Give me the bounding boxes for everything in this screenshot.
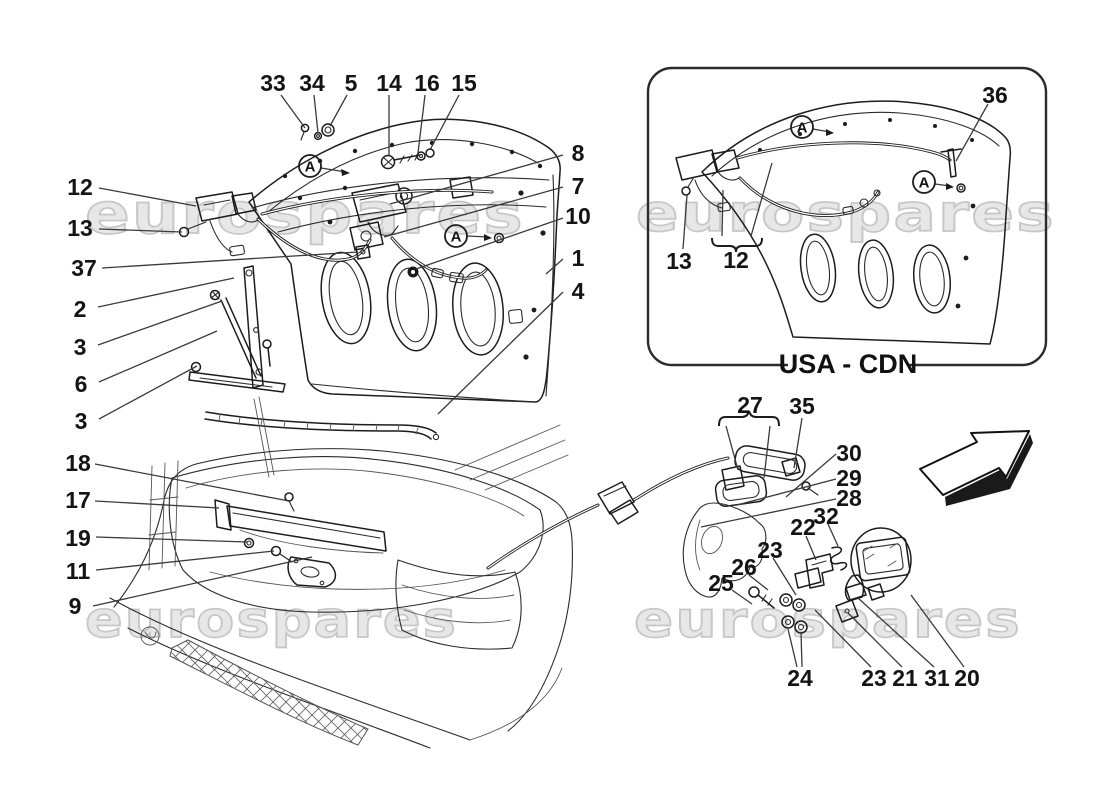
callout-label-8: 8 [572, 140, 585, 166]
callout-label-36: 36 [982, 82, 1008, 108]
callout-label-1: 1 [572, 245, 585, 271]
circled-letter-marker [298, 154, 322, 178]
callout-label-7: 7 [572, 173, 585, 199]
callout-label-2: 2 [74, 296, 87, 322]
circled-letter-marker [912, 170, 936, 194]
callout-label-34: 34 [299, 70, 325, 96]
callout-label-30: 30 [836, 440, 862, 466]
watermark-text: eurospares [634, 591, 1022, 649]
circled-letter-text: A [305, 159, 316, 176]
circled-letter-text: A [919, 175, 930, 192]
callout-label-6: 6 [75, 371, 88, 397]
callout-label-28: 28 [836, 485, 862, 511]
trunk-seal-strip [204, 411, 440, 441]
fuel-filler-parts-drawing [486, 445, 912, 634]
callout-label-21: 21 [892, 665, 918, 691]
callout-label-16: 16 [414, 70, 440, 96]
trunk-lock-center [349, 176, 474, 251]
fuel-filler-door [844, 527, 912, 602]
direction-arrow [919, 430, 1033, 506]
circled-letter-text: A [451, 229, 462, 246]
inset-trunk-lid-drawing [675, 100, 1012, 345]
watermark-text: eurospares [85, 591, 458, 649]
callout-label-29: 29 [836, 465, 862, 491]
callout-label-5: 5 [345, 70, 358, 96]
inset-label: USA - CDN [779, 349, 918, 379]
watermark-text: eurospares [636, 184, 1056, 244]
callout-label-13: 13 [67, 215, 93, 241]
callout-label-19: 19 [65, 525, 91, 551]
callout-label-9: 9 [69, 593, 82, 619]
callout-label-25: 25 [708, 570, 734, 596]
trunk-hinge-and-strut [188, 265, 286, 393]
callout-label-12: 12 [723, 247, 749, 273]
callout-label-37: 37 [71, 255, 97, 281]
watermark-text: eurospares [85, 182, 525, 247]
callout-label-24: 24 [787, 665, 813, 691]
callout-label-33: 33 [260, 70, 286, 96]
brace-12-inset [711, 237, 763, 253]
callout-label-14: 14 [376, 70, 402, 96]
circled-letter-marker [444, 224, 468, 248]
inset-label-background [788, 350, 909, 378]
callout-label-11: 11 [66, 558, 91, 584]
callout-label-23: 23 [757, 537, 783, 563]
callout-label-27: 27 [737, 392, 763, 418]
callout-label-15: 15 [451, 70, 477, 96]
trunk-latch-left [178, 191, 259, 257]
brace-27 [718, 410, 780, 427]
callout-label-3: 3 [74, 334, 87, 360]
marker-layer: A A A A [298, 115, 936, 248]
circled-letter-marker [790, 115, 814, 139]
callout-label-13: 13 [666, 248, 692, 274]
watermark-layer: eurospares eurospares eurospares eurospares [84, 181, 1056, 650]
callout-label-4: 4 [572, 278, 585, 304]
callout-label-10: 10 [565, 203, 591, 229]
callout-label-32: 32 [813, 503, 839, 529]
circled-letter-text: A [797, 120, 808, 137]
callout-label-17: 17 [65, 487, 91, 513]
callout-label-23: 23 [861, 665, 887, 691]
callout-label-18: 18 [65, 450, 91, 476]
callout-label-26: 26 [731, 554, 757, 580]
callout-label-35: 35 [789, 393, 815, 419]
latch-support-assembly [214, 492, 387, 588]
leader-lines [92, 94, 989, 668]
callout-label-3: 3 [75, 408, 88, 434]
car-rear-drawing [109, 424, 573, 749]
fuel-door-actuator [721, 445, 819, 496]
callout-label-12: 12 [67, 174, 93, 200]
usa-cdn-inset: USA - CDN [646, 66, 1048, 379]
trunk-lid-drawing [178, 118, 561, 478]
callout-label-22: 22 [790, 514, 816, 540]
callout-label-20: 20 [954, 665, 980, 691]
callout-label-31: 31 [924, 665, 950, 691]
